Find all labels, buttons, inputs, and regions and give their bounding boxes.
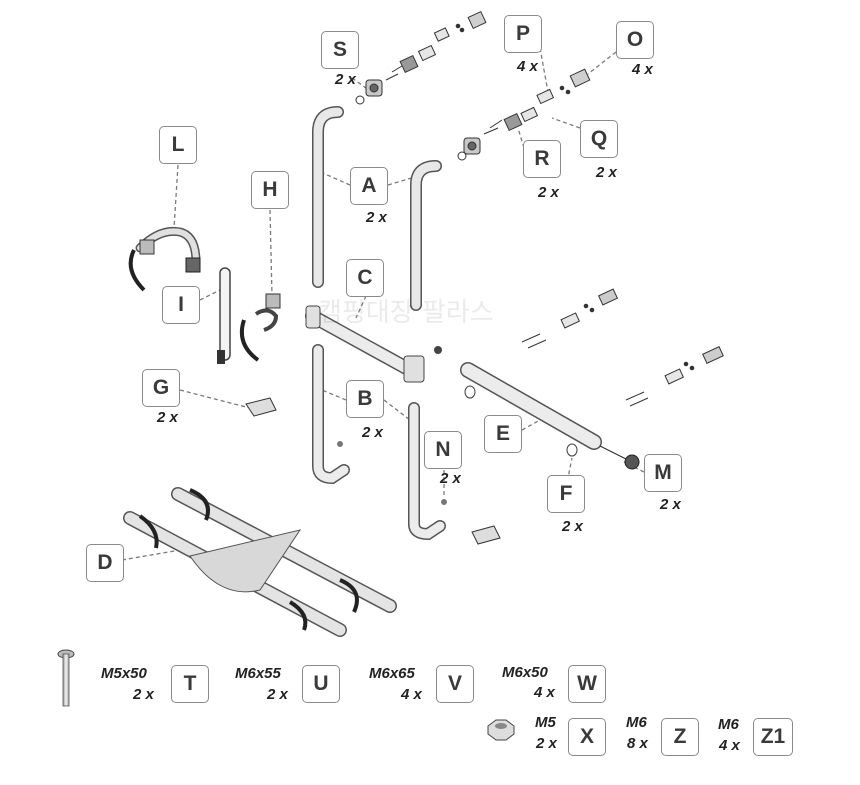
label-w: W bbox=[568, 665, 606, 703]
qty-b: 2 x bbox=[362, 424, 383, 441]
qty-q: 2 x bbox=[596, 164, 617, 181]
label-x: X bbox=[568, 718, 606, 756]
upper-fittings bbox=[355, 10, 591, 161]
size-z: M6 bbox=[626, 714, 647, 731]
part-e-tube bbox=[434, 346, 640, 470]
qty-m: 2 x bbox=[660, 496, 681, 513]
size-u: M6x55 bbox=[235, 665, 281, 682]
qty-v: 4 x bbox=[401, 686, 422, 703]
label-c: C bbox=[346, 259, 384, 297]
part-n-clip bbox=[337, 441, 501, 545]
label-f: F bbox=[547, 475, 585, 513]
label-z: Z bbox=[661, 718, 699, 756]
label-o: O bbox=[616, 21, 654, 59]
qty-f: 2 x bbox=[562, 518, 583, 535]
label-g: G bbox=[142, 369, 180, 407]
part-g-bracket bbox=[245, 397, 277, 417]
label-e: E bbox=[484, 415, 522, 453]
qty-w: 4 x bbox=[534, 684, 555, 701]
qty-o: 4 x bbox=[632, 61, 653, 78]
label-l: L bbox=[159, 126, 197, 164]
part-d-rack bbox=[123, 487, 397, 637]
label-q: Q bbox=[580, 120, 618, 158]
watermark-text: 캠핑대장 팔라스 bbox=[318, 298, 494, 328]
size-x: M5 bbox=[535, 714, 556, 731]
label-n: N bbox=[424, 431, 462, 469]
part-h-clamp bbox=[239, 293, 281, 362]
label-i: I bbox=[162, 286, 200, 324]
label-h: H bbox=[251, 171, 289, 209]
qty-r: 2 x bbox=[538, 184, 559, 201]
size-t: M5x50 bbox=[101, 665, 147, 682]
label-d: D bbox=[86, 544, 124, 582]
qty-s: 2 x bbox=[335, 71, 356, 88]
qty-n: 2 x bbox=[440, 470, 461, 487]
qty-x: 2 x bbox=[536, 735, 557, 752]
qty-p: 4 x bbox=[517, 58, 538, 75]
qty-z1: 4 x bbox=[719, 737, 740, 754]
qty-g: 2 x bbox=[157, 409, 178, 426]
size-z1: M6 bbox=[718, 716, 739, 733]
part-c-crossbar bbox=[305, 305, 425, 383]
qty-z: 8 x bbox=[627, 735, 648, 752]
label-s: S bbox=[321, 31, 359, 69]
label-v: V bbox=[436, 665, 474, 703]
right-fittings bbox=[521, 288, 724, 407]
qty-t: 2 x bbox=[133, 686, 154, 703]
size-w: M6x50 bbox=[502, 664, 548, 681]
size-v: M6x65 bbox=[369, 665, 415, 682]
part-a-upright-tubes bbox=[312, 106, 442, 311]
label-p: P bbox=[504, 15, 542, 53]
part-b-lower-tubes bbox=[312, 344, 446, 541]
bolt-t-icon bbox=[57, 649, 75, 707]
label-m: M bbox=[644, 454, 682, 492]
part-l-bike-arm bbox=[128, 226, 201, 292]
label-a: A bbox=[350, 167, 388, 205]
label-t: T bbox=[171, 665, 209, 703]
part-i-strap bbox=[217, 267, 231, 364]
label-u: U bbox=[302, 665, 340, 703]
label-z1: Z1 bbox=[753, 718, 793, 756]
qty-u: 2 x bbox=[267, 686, 288, 703]
qty-a: 2 x bbox=[366, 209, 387, 226]
nut-x-icon bbox=[487, 719, 515, 741]
label-b: B bbox=[346, 380, 384, 418]
label-r: R bbox=[523, 140, 561, 178]
